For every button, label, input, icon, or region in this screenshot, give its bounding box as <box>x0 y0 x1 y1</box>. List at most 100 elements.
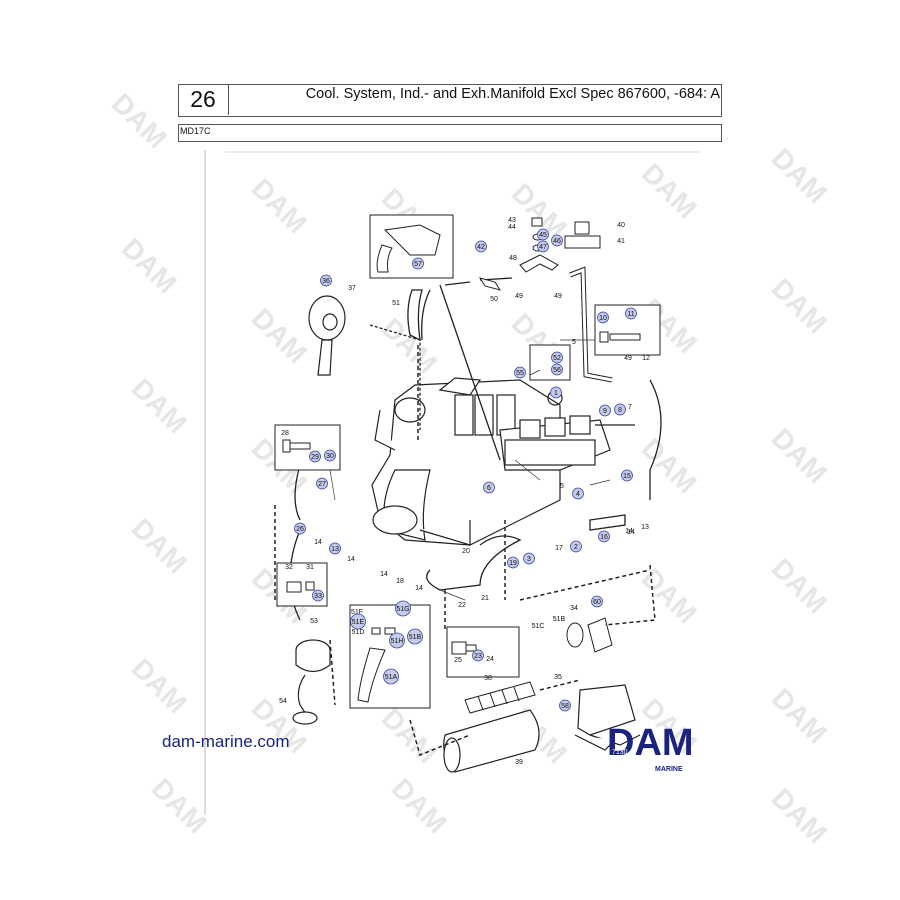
part-callout: 51G <box>395 600 411 617</box>
watermark-text: DAM <box>116 232 183 299</box>
watermark-text: DAM <box>766 682 833 749</box>
part-callout: 4 <box>572 487 584 500</box>
model-box <box>178 124 722 142</box>
callout-label: 5 <box>560 483 564 490</box>
part-callout: 38 <box>484 675 492 682</box>
part-callout: 49 <box>624 355 632 362</box>
callout-label: 7 <box>628 404 632 411</box>
callout-label: 8 <box>618 407 622 414</box>
callout-label: 20 <box>462 548 470 555</box>
part-callout: 18 <box>396 578 404 585</box>
website-url[interactable]: dam-marine.com <box>162 732 290 751</box>
callout-label: 25 <box>454 657 462 664</box>
part-callout: 14 <box>380 571 388 578</box>
callout-label: 14 <box>314 539 322 546</box>
callout-label: 49 <box>624 355 632 362</box>
callout-label: 49 <box>515 293 523 300</box>
part-callout: 45 <box>537 228 549 241</box>
part-callout: 14 <box>415 585 423 592</box>
watermark-text: DAM <box>766 552 833 619</box>
callout-label: 51B <box>409 634 422 641</box>
part-callout: 13 <box>329 542 341 555</box>
part-callout: 49 <box>515 293 523 300</box>
callout-label: 45 <box>539 232 547 239</box>
callout-label: 55 <box>516 370 524 377</box>
logo-text: DAM <box>607 722 694 762</box>
part-callout: 37 <box>348 285 356 292</box>
callout-label: 9 <box>603 408 607 415</box>
drawing-code: 7130 <box>612 749 628 756</box>
callout-label: 28 <box>281 430 289 437</box>
watermark-text: DAM <box>766 422 833 489</box>
watermark-text: DAM <box>126 512 193 579</box>
part-callout: 12 <box>642 355 650 362</box>
callout-label: 38 <box>484 675 492 682</box>
part-callout: 51D <box>352 629 365 636</box>
part-callout: 14 <box>625 528 633 535</box>
callout-label: 23 <box>474 653 482 660</box>
part-callout: 14 <box>314 539 322 546</box>
part-callout: 40 <box>617 222 625 229</box>
callout-label: 51C <box>532 623 545 630</box>
part-callout: 51A <box>383 668 399 685</box>
part-callout: 51 <box>392 300 400 307</box>
part-callout: 14 <box>347 556 355 563</box>
part-callout: 25 <box>454 657 462 664</box>
part-callout: 21 <box>481 595 489 602</box>
callout-label: 29 <box>311 454 319 461</box>
page-header-box <box>178 84 722 117</box>
part-callout: 55 <box>514 366 526 379</box>
callout-label: 39 <box>515 759 523 766</box>
watermark-text: DAM <box>766 142 833 209</box>
watermark-text: DAM <box>766 272 833 339</box>
logo-subtext: MARINE <box>655 766 683 773</box>
part-callout: 30 <box>324 449 336 462</box>
part-callout: 60 <box>591 595 603 608</box>
callout-label: 11 <box>627 311 634 318</box>
callout-label: 30 <box>326 453 334 460</box>
callout-label: 33 <box>314 593 322 600</box>
callout-label: 13 <box>641 524 649 531</box>
part-callout: 29 <box>309 450 321 463</box>
callout-label: 17 <box>555 545 563 552</box>
callout-label: 31 <box>306 564 314 571</box>
bolt-inset <box>599 331 641 343</box>
callout-label: 51H <box>391 638 404 645</box>
callout-label: 46 <box>553 238 561 245</box>
part-callout: 36 <box>320 274 332 287</box>
part-callout: 2 <box>570 540 582 553</box>
callout-label: 14 <box>415 585 423 592</box>
callout-label: 51F <box>351 609 363 616</box>
callout-label: 24 <box>486 656 494 663</box>
watermark-text: DAM <box>766 782 833 849</box>
part-callout: 6 <box>483 481 495 494</box>
part-callout: 16 <box>598 530 610 543</box>
callout-label: 4 <box>576 491 580 498</box>
watermark-text: DAM <box>126 372 193 439</box>
part-callout: 51H <box>389 632 405 649</box>
callout-label: 36 <box>322 278 330 285</box>
part-callout: 51B <box>407 628 423 645</box>
part-callout: 52 <box>551 351 563 364</box>
part-callout: 11 <box>625 307 637 320</box>
part-callout: 3 <box>523 552 535 565</box>
watermark-text: DAM <box>636 157 703 224</box>
pump-inset <box>376 224 441 273</box>
callout-label: 40 <box>617 222 625 229</box>
callout-label: 42 <box>477 244 485 251</box>
watermark-text: DAM <box>376 702 443 769</box>
callout-label: 1 <box>554 390 558 397</box>
watermark-text: DAM <box>636 432 703 499</box>
part-callout: 58 <box>559 699 571 712</box>
part-callout: 31 <box>306 564 314 571</box>
callout-label: 51A <box>385 674 398 681</box>
watermark-text: DAM <box>386 772 453 839</box>
callout-label: 60 <box>593 599 601 606</box>
callout-label: 14 <box>347 556 355 563</box>
part-callout: 17 <box>555 545 563 552</box>
part-callout: 42 <box>475 240 487 253</box>
part-callout: 24 <box>486 656 494 663</box>
part-callout: 32 <box>285 564 293 571</box>
part-callout: 49 <box>554 293 562 300</box>
dam-logo: DAM 7130 <box>607 722 694 762</box>
